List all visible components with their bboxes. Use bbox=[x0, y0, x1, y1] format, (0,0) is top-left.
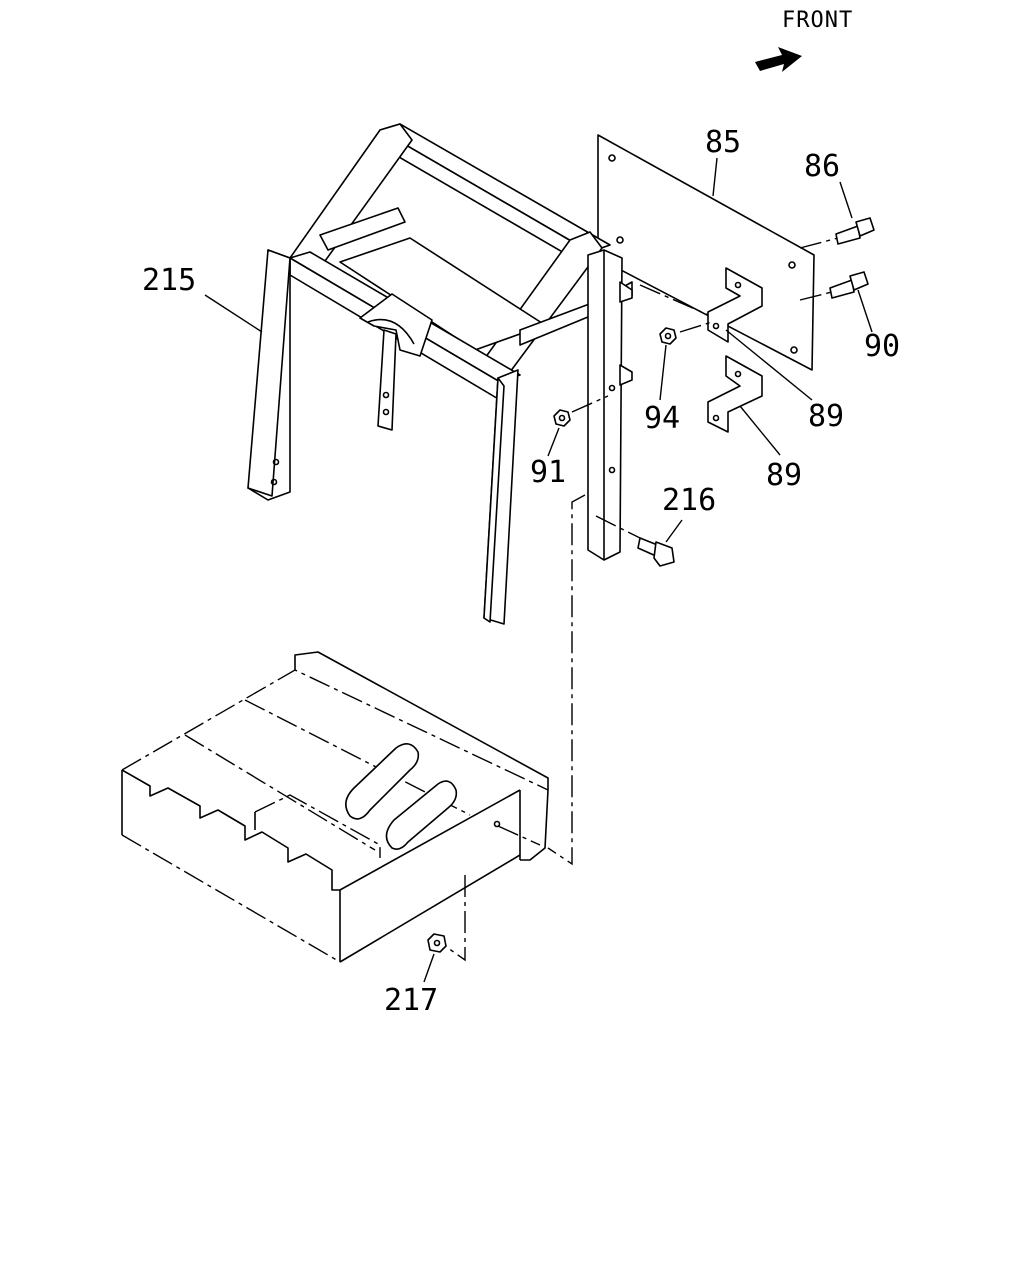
frame-assembly-215 bbox=[247, 123, 633, 625]
mounting-plate-85 bbox=[597, 134, 815, 371]
nut-94 bbox=[659, 321, 713, 345]
battery-phantom bbox=[121, 494, 586, 963]
bolt-90 bbox=[799, 271, 869, 301]
leader-85 bbox=[712, 157, 718, 197]
leader-94 bbox=[659, 344, 667, 401]
front-arrow-icon bbox=[755, 47, 802, 72]
bolt-216 bbox=[595, 515, 675, 567]
bolt-86 bbox=[799, 217, 875, 249]
nut-91 bbox=[553, 395, 609, 427]
callout-215: 215 bbox=[142, 263, 196, 298]
callout-90: 90 bbox=[864, 329, 900, 364]
bracket-89-lower bbox=[707, 355, 763, 433]
leader-90 bbox=[857, 289, 873, 333]
leader-216 bbox=[665, 519, 683, 543]
callout-85: 85 bbox=[705, 125, 741, 160]
bracket-89-upper bbox=[707, 267, 763, 343]
callout-94: 94 bbox=[644, 401, 680, 436]
callout-89-upper: 89 bbox=[808, 399, 844, 434]
leader-89-upper bbox=[725, 329, 813, 401]
leader-91 bbox=[547, 427, 560, 457]
leader-86 bbox=[839, 181, 853, 219]
front-label: FRONT bbox=[782, 8, 853, 33]
nut-217 bbox=[427, 933, 447, 953]
leader-215 bbox=[204, 294, 263, 333]
leader-89-lower bbox=[739, 405, 781, 456]
callout-86: 86 bbox=[804, 149, 840, 184]
leader-217 bbox=[423, 953, 435, 983]
callout-216: 216 bbox=[662, 483, 716, 518]
callout-217: 217 bbox=[384, 983, 438, 1018]
callout-89-lower: 89 bbox=[766, 458, 802, 493]
callout-91: 91 bbox=[530, 455, 566, 490]
